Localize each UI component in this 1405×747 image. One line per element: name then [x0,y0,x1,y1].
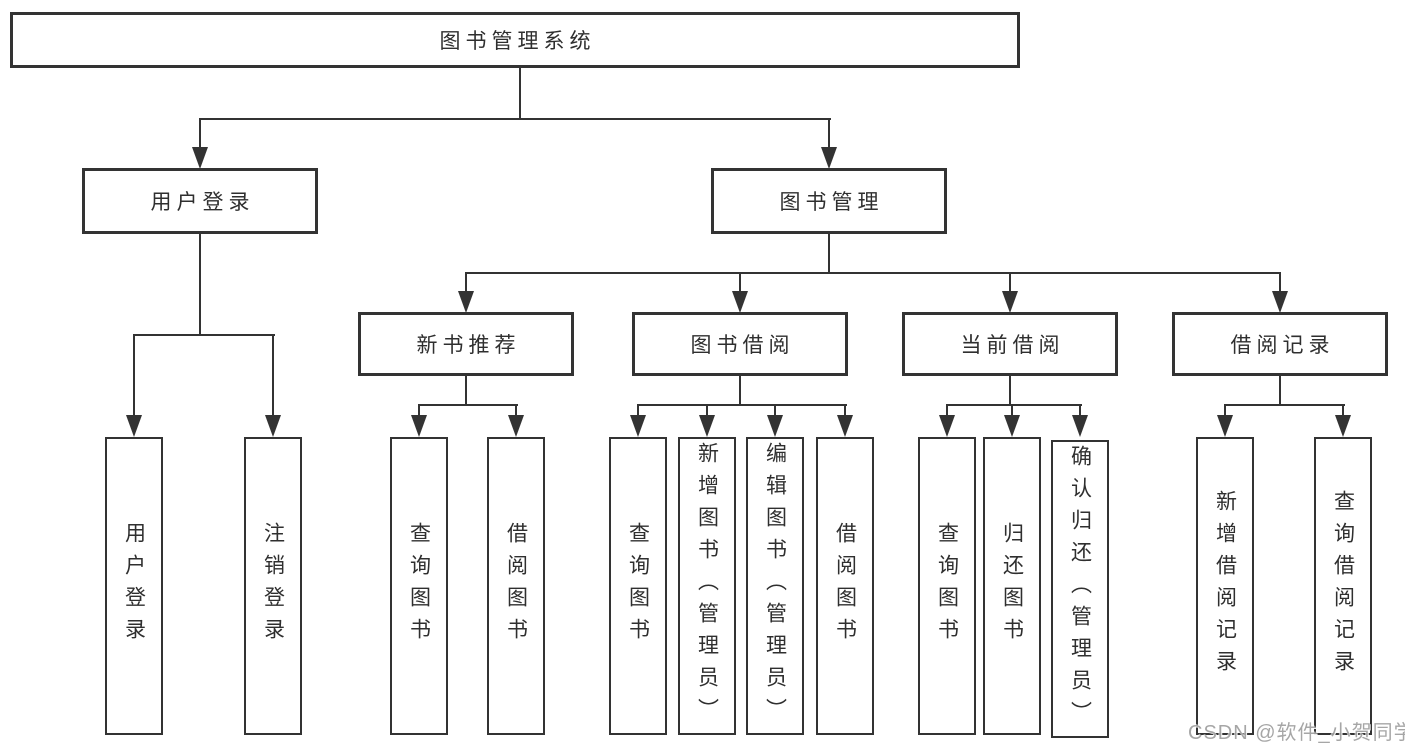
node-user-login: 用户登录 [82,168,318,234]
node-book-management: 图书管理 [711,168,947,234]
connector-drop [1079,404,1081,420]
leaf-add-borrow-record: 新增借阅记录 [1196,437,1254,735]
arrow-down-icon [1072,415,1088,437]
node-book-borrow: 图书借阅 [632,312,848,376]
arrow-down-icon [1335,415,1351,437]
connector-branch [1224,404,1345,406]
leaf-confirm-return-admin: 确认归还（管理员） [1051,440,1109,738]
arrow-down-icon [126,415,142,437]
connector-drop [1011,404,1013,420]
leaf-label: 查询图书 [626,522,650,650]
leaf-label: 编辑图书（管理员） [763,442,787,730]
connector-drop [946,404,948,420]
leaf-borrow-books: 借阅图书 [816,437,874,735]
leaf-label: 借阅图书 [833,522,857,650]
arrow-down-icon [732,291,748,313]
connector-root-stem [519,66,521,120]
leaf-user-login: 用户登录 [105,437,163,735]
leaf-query-books-recommend: 查询图书 [390,437,448,735]
connector-drop [133,334,135,420]
connector-drop-user-login [199,118,201,154]
connector-stem [1279,375,1281,406]
leaf-query-borrow-record: 查询借阅记录 [1314,437,1372,735]
leaf-label: 新增借阅记录 [1213,490,1237,682]
leaf-label: 借阅图书 [504,522,528,650]
connector-branch [418,404,518,406]
connector-user-login-stem [199,233,201,335]
connector-drop [418,404,420,420]
leaf-return-books: 归还图书 [983,437,1041,735]
arrow-down-icon [192,147,208,169]
arrow-down-icon [458,291,474,313]
arrow-down-icon [699,415,715,437]
leaf-label: 新增图书（管理员） [695,442,719,730]
connector-stem [465,375,467,406]
connector-drop [774,404,776,420]
leaf-borrow-books-recommend: 借阅图书 [487,437,545,735]
leaf-query-books-borrow: 查询图书 [609,437,667,735]
connector-drop [1342,404,1344,420]
leaf-label: 注销登录 [261,522,285,650]
arrow-down-icon [1272,291,1288,313]
leaf-label: 用户登录 [122,522,146,650]
csdn-watermark: CSDN @软件_小贺同学 [1188,722,1405,744]
leaf-label: 确认归还（管理员） [1068,445,1092,733]
connector-stem [739,375,741,406]
connector-drop [739,272,741,294]
connector-drop [1224,404,1226,420]
arrow-down-icon [821,147,837,169]
leaf-label: 查询图书 [935,522,959,650]
connector-book-mgmt-stem [828,232,830,274]
connector-user-login-branch [133,334,275,336]
leaf-label: 归还图书 [1000,522,1024,650]
leaf-query-books-current: 查询图书 [918,437,976,735]
connector-drop [1009,272,1011,294]
connector-level1-branch [199,118,831,120]
connector-drop [465,272,467,294]
node-borrow-records: 借阅记录 [1172,312,1388,376]
arrow-down-icon [1217,415,1233,437]
connector-drop-book-mgmt [828,118,830,154]
arrow-down-icon [508,415,524,437]
leaf-label: 查询图书 [407,522,431,650]
connector-branch [637,404,847,406]
arrow-down-icon [265,415,281,437]
connector-drop [515,404,517,420]
leaf-logout: 注销登录 [244,437,302,735]
arrow-down-icon [767,415,783,437]
arrow-down-icon [939,415,955,437]
node-root-library-system: 图书管理系统 [10,12,1020,68]
node-new-book-recommend: 新书推荐 [358,312,574,376]
connector-drop [844,404,846,420]
arrow-down-icon [1002,291,1018,313]
arrow-down-icon [630,415,646,437]
arrow-down-icon [411,415,427,437]
connector-branch [946,404,1082,406]
arrow-down-icon [837,415,853,437]
leaf-label: 查询借阅记录 [1331,490,1355,682]
connector-drop [272,334,274,420]
leaf-edit-books-admin: 编辑图书（管理员） [746,437,804,735]
connector-drop [637,404,639,420]
connector-level2-branch [465,272,1281,274]
arrow-down-icon [1004,415,1020,437]
connector-drop [1279,272,1281,294]
connector-stem [1009,375,1011,406]
connector-drop [706,404,708,420]
leaf-add-books-admin: 新增图书（管理员） [678,437,736,735]
node-current-borrow: 当前借阅 [902,312,1118,376]
